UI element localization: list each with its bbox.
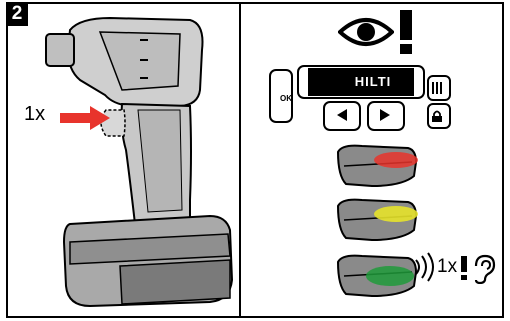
lock-icon (432, 110, 442, 122)
exclamation-icon (398, 10, 414, 54)
impact-wrench-illustration (40, 10, 240, 315)
sound-waves-icon (412, 252, 436, 282)
battery-icon (432, 82, 442, 94)
right-arrow-icon (378, 108, 392, 122)
battery-led-red (332, 142, 432, 190)
red-arrow-icon (60, 106, 110, 130)
ok-button: OK (280, 94, 292, 103)
step-number-badge: 2 (6, 2, 28, 26)
control-panel (268, 62, 458, 134)
sound-count-label: 1x (437, 256, 457, 278)
hilti-logo: HILTI (331, 74, 415, 89)
ear-icon (470, 254, 496, 284)
press-count-label: 1x (24, 103, 45, 126)
exclamation-icon-small (459, 256, 469, 280)
left-arrow-icon (335, 108, 349, 122)
battery-led-yellow (332, 196, 432, 244)
eye-icon (338, 14, 394, 50)
